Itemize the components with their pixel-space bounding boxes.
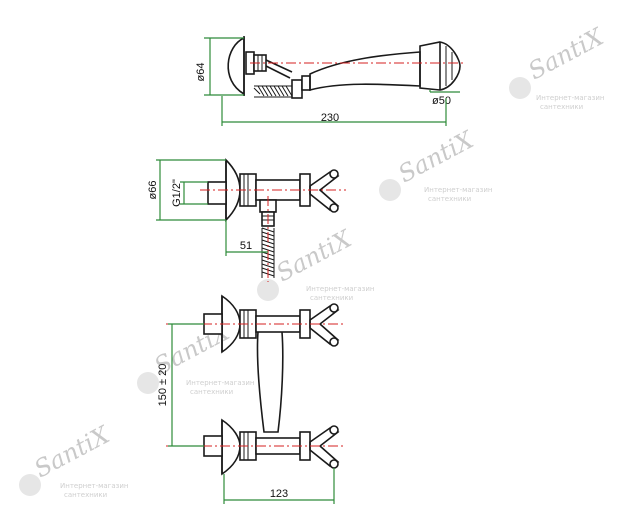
dim-center-distance: 150 ± 20: [157, 364, 169, 407]
dim-head-diameter: ø64: [195, 63, 207, 82]
shower-head: [419, 41, 461, 91]
shower-handle: [309, 51, 421, 92]
svg-text:сантехники: сантехники: [540, 103, 583, 111]
watermark-2: SantiX Интернет-магазин сантехники: [379, 125, 493, 203]
svg-text:SantiX: SantiX: [272, 224, 357, 287]
mixer-upper-view: ø66 G1/2" 51: [147, 158, 346, 282]
svg-text:SantiX: SantiX: [394, 125, 479, 188]
connecting-column: [256, 331, 284, 433]
watermark-4: SantiX Интернет-магазин сантехники: [137, 317, 255, 396]
watermark-group: SantiX Интернет-магазин сантехники Santi…: [19, 22, 609, 499]
dim-shower-length: 230: [321, 112, 339, 124]
svg-text:Интернет-магазин: Интернет-магазин: [60, 482, 129, 490]
svg-text:Интернет-магазин: Интернет-магазин: [424, 186, 493, 194]
svg-text:сантехники: сантехники: [190, 388, 233, 396]
dim-thread: G1/2": [171, 179, 183, 207]
svg-text:сантехники: сантехники: [310, 294, 353, 302]
svg-text:сантехники: сантехники: [64, 491, 107, 499]
svg-text:SantiX: SantiX: [524, 22, 609, 85]
svg-text:сантехники: сантехники: [428, 195, 471, 203]
svg-text:Интернет-магазин: Интернет-магазин: [186, 379, 255, 387]
svg-text:SantiX: SantiX: [30, 420, 115, 483]
watermark-3: SantiX Интернет-магазин сантехники: [257, 224, 375, 302]
svg-text:Интернет-магазин: Интернет-магазин: [536, 94, 605, 102]
wall-holder-dome: [227, 36, 245, 96]
dim-escutcheon-diameter: ø66: [147, 181, 159, 200]
dim-spray-diameter: ø50: [432, 95, 451, 107]
mixer-lower-view: 150 ± 20 123: [157, 294, 346, 504]
watermark-5: SantiX Интернет-магазин сантехники: [19, 420, 129, 499]
dim-body-depth: 123: [270, 488, 288, 500]
watermark-1: SantiX Интернет-магазин сантехники: [509, 22, 609, 111]
hand-shower-drawing: ø64 ø50 230: [195, 36, 466, 126]
dim-outlet-offset: 51: [240, 240, 252, 252]
svg-text:Интернет-магазин: Интернет-магазин: [306, 285, 375, 293]
